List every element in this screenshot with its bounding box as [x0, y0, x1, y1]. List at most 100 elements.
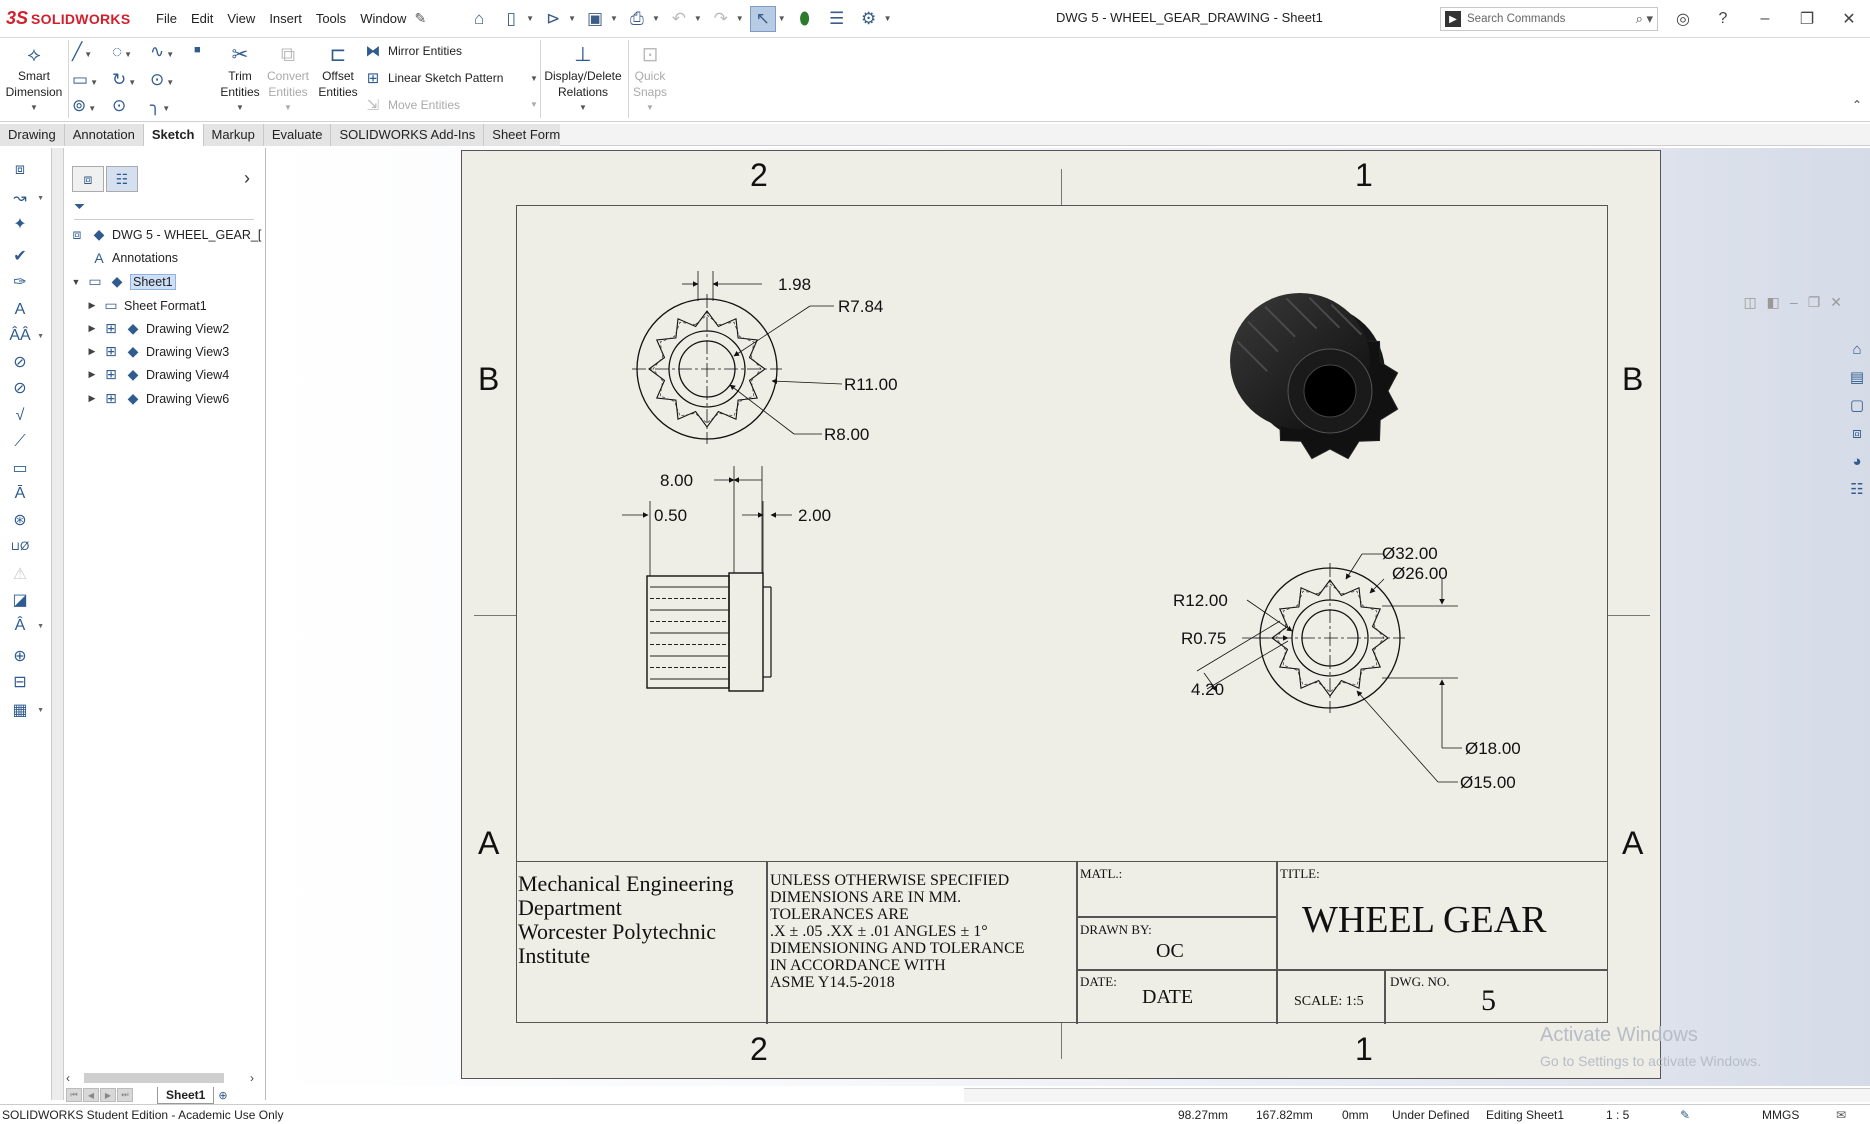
centerline-icon[interactable]: ⊟: [13, 674, 27, 691]
linear-note-pattern-icon[interactable]: ÂÂ▼: [9, 327, 44, 344]
sheet-scale[interactable]: 1 : 5: [1606, 1108, 1630, 1122]
move-dropdown-icon[interactable]: ▼: [530, 100, 538, 109]
print-icon[interactable]: ⎙: [630, 8, 644, 28]
save-icon[interactable]: ▣: [586, 8, 604, 28]
format-painter-icon[interactable]: ✦: [13, 216, 27, 233]
scroll-thumb[interactable]: [84, 1073, 224, 1083]
scroll-right-icon[interactable]: ›: [250, 1071, 254, 1085]
property-manager-tab-icon[interactable]: ☷: [106, 166, 138, 192]
dim-dia-26-00[interactable]: Ø26.00: [1392, 564, 1448, 583]
trim-dropdown-icon[interactable]: ▼: [236, 103, 244, 112]
file-explorer-icon[interactable]: ▢: [1849, 397, 1865, 414]
dim-r0-75[interactable]: R0.75: [1181, 629, 1226, 648]
search-icon[interactable]: ⌕ ▾: [1635, 11, 1653, 26]
offset-entities-button[interactable]: ⊏ Offset Entities: [314, 42, 362, 100]
add-sheet-icon[interactable]: ⊕: [218, 1089, 228, 1102]
snaps-dropdown-icon[interactable]: ▼: [646, 103, 654, 112]
solidworks-resources-icon[interactable]: ⌂: [1852, 340, 1862, 358]
rebuild-status-icon[interactable]: ✎: [1680, 1108, 1691, 1122]
menu-edit[interactable]: Edit: [190, 11, 214, 26]
design-library-icon[interactable]: ▤: [1849, 369, 1865, 386]
tile-view-icon[interactable]: ◧: [1766, 294, 1780, 310]
new-document-icon[interactable]: ▯: [506, 8, 516, 28]
tree-root[interactable]: ⧈ ◆ DWG 5 - WHEEL_GEAR_[: [68, 226, 262, 243]
redo-icon[interactable]: ↷: [713, 8, 728, 28]
doc-close-icon[interactable]: ✕: [1830, 294, 1842, 310]
auto-balloon-icon[interactable]: ⊘: [13, 380, 27, 397]
rectangle-icon[interactable]: ▭▼: [72, 70, 98, 89]
arc-icon[interactable]: ↻▼: [112, 70, 137, 89]
home-icon[interactable]: ⌂: [474, 8, 485, 28]
tree-filter-icon[interactable]: ⏷: [74, 198, 254, 220]
drawing-view6-detail-gear[interactable]: [1196, 553, 1462, 783]
chevron-right-icon[interactable]: ›: [244, 168, 250, 188]
spline-icon[interactable]: ∿▼: [150, 42, 175, 61]
custom-properties-icon[interactable]: ☷: [1850, 481, 1864, 498]
tree-drawing-view6[interactable]: ▶ ⊞ ◆ Drawing View6: [86, 390, 230, 407]
model-items-icon[interactable]: ⧈: [14, 161, 26, 178]
dim-dia-15-00[interactable]: Ø15.00: [1460, 773, 1516, 792]
smart-dimension-dropdown-icon[interactable]: ▼: [30, 103, 38, 112]
select-dropdown-icon[interactable]: ▼: [777, 14, 786, 23]
table-icon[interactable]: ▦▼: [12, 702, 44, 719]
note-icon[interactable]: A: [14, 301, 26, 318]
tab-solidworks-add-ins[interactable]: SOLIDWORKS Add-Ins: [331, 124, 485, 146]
datum-target-icon[interactable]: ⊔Ø: [10, 539, 30, 553]
tree-drawing-view2[interactable]: ▶ ⊞ ◆ Drawing View2: [86, 320, 230, 337]
dim-r11-00[interactable]: R11.00: [844, 375, 898, 394]
new-dropdown-icon[interactable]: ▼: [526, 14, 535, 23]
line-icon[interactable]: ╱▼: [72, 42, 93, 61]
geometric-tolerance-icon[interactable]: Ā: [14, 485, 26, 502]
expand-icon[interactable]: ▶: [88, 346, 96, 356]
last-sheet-icon[interactable]: ⏭: [117, 1088, 133, 1102]
slot-icon[interactable]: ⊙: [112, 96, 127, 115]
scroll-left-icon[interactable]: ‹: [66, 1071, 70, 1085]
surface-finish-icon[interactable]: √: [15, 407, 25, 424]
expand-icon[interactable]: ▶: [88, 300, 96, 310]
revision-symbol-icon[interactable]: Â▼: [14, 617, 44, 634]
mirror-entities-button[interactable]: ⧓Mirror Entities: [365, 43, 463, 60]
rebuild-icon[interactable]: ⬮: [799, 8, 810, 28]
center-mark-icon[interactable]: ⊕: [13, 648, 27, 665]
relations-dropdown-icon[interactable]: ▼: [579, 103, 587, 112]
dim-dia-18-00[interactable]: Ø18.00: [1465, 739, 1521, 758]
paint-brush-icon[interactable]: ✑: [13, 274, 27, 291]
move-entities-button[interactable]: ⇲Move Entities: [364, 96, 460, 114]
file-properties-icon[interactable]: ☰: [829, 8, 845, 28]
doc-restore-icon[interactable]: ❐: [1807, 294, 1821, 310]
doc-minimize-icon[interactable]: –: [1789, 294, 1798, 310]
select-cursor-icon[interactable]: ↖: [749, 5, 776, 32]
tab-markup[interactable]: Markup: [203, 124, 264, 146]
solidworks-logo[interactable]: 3S SOLIDWORKS: [6, 8, 156, 29]
drawing-sheet[interactable]: 2 1 2 1 B B A A: [461, 150, 1661, 1079]
tree-drawing-view4[interactable]: ▶ ⊞ ◆ Drawing View4: [86, 366, 230, 383]
collapse-ribbon-icon[interactable]: ⌃: [1851, 98, 1862, 112]
tab-drawing[interactable]: Drawing: [0, 124, 65, 146]
hole-callout-icon[interactable]: ▭: [12, 460, 28, 477]
convert-entities-button[interactable]: ⧉ Convert Entities ▼: [264, 42, 312, 116]
minimize-icon[interactable]: –: [1760, 10, 1770, 27]
tree-drawing-view3[interactable]: ▶ ⊞ ◆ Drawing View3: [86, 343, 230, 360]
pin-icon[interactable]: ✎: [414, 10, 427, 26]
pattern-dropdown-icon[interactable]: ▼: [530, 74, 538, 83]
title-block[interactable]: Mechanical Engineering Department Worces…: [516, 861, 1608, 1024]
tab-evaluate[interactable]: Evaluate: [263, 124, 332, 146]
sketch-fillet-icon[interactable]: ⊚▼: [72, 96, 97, 115]
tree-annotations[interactable]: A Annotations: [90, 250, 178, 266]
tab-sketch[interactable]: Sketch: [143, 124, 204, 146]
dim-8-00[interactable]: 8.00: [660, 471, 693, 490]
weld-symbol-icon[interactable]: ⟋: [14, 433, 26, 450]
polygon-icon[interactable]: ⊙▼: [150, 70, 175, 89]
dim-0-50[interactable]: 0.50: [654, 506, 687, 525]
view-palette-icon[interactable]: ⧈: [1852, 424, 1862, 442]
dim-r7-84[interactable]: R7.84: [838, 297, 883, 316]
save-dropdown-icon[interactable]: ▼: [610, 14, 618, 23]
point-icon[interactable]: ■: [194, 44, 201, 56]
undo-icon[interactable]: ↶: [671, 8, 686, 28]
panel-splitter[interactable]: [52, 148, 64, 1100]
open-dropdown-icon[interactable]: ▼: [568, 14, 577, 23]
menu-insert[interactable]: Insert: [269, 11, 302, 26]
feature-manager-tab-icon[interactable]: ⧈: [72, 166, 104, 192]
drawing-view4-isometric-gear[interactable]: [1230, 293, 1399, 460]
appearances-icon[interactable]: ◕: [1852, 452, 1862, 470]
